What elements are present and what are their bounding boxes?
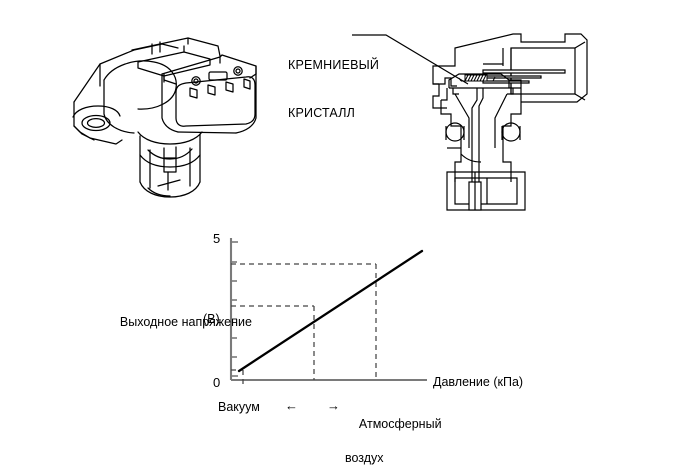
arrow-left-icon: ← (285, 398, 298, 413)
y-axis-title-text: Выходное напряжение (119, 315, 252, 330)
atmospheric-air-annotation: Атмосферный воздух (345, 399, 442, 467)
voltage-pressure-line (237, 249, 424, 373)
callout-line-2: КРИСТАЛЛ (288, 106, 356, 120)
leader-line-icon (350, 28, 480, 90)
y-axis-tick-min: 0 (213, 375, 221, 390)
atmospheric-air-line-1: Атмосферный (358, 416, 442, 431)
output-voltage-chart (225, 238, 435, 390)
y-axis-tick-max: 5 (213, 231, 221, 246)
atmospheric-air-line-2: воздух (345, 450, 384, 465)
callout-line-1: КРЕМНИЕВЫЙ (288, 58, 380, 72)
map-sensor-isometric-drawing (60, 22, 290, 212)
silicon-crystal-callout: КРЕМНИЕВЫЙ КРИСТАЛЛ (288, 25, 379, 153)
map-sensor-cross-section-drawing (425, 22, 665, 222)
vacuum-annotation: Вакуум (218, 400, 260, 414)
y-axis-unit: (В) (203, 312, 220, 326)
x-axis-title: Давление (кПа) (433, 375, 524, 389)
y-axis-title: Выходное напряжение (106, 294, 252, 352)
arrow-right-icon: → (327, 398, 340, 413)
